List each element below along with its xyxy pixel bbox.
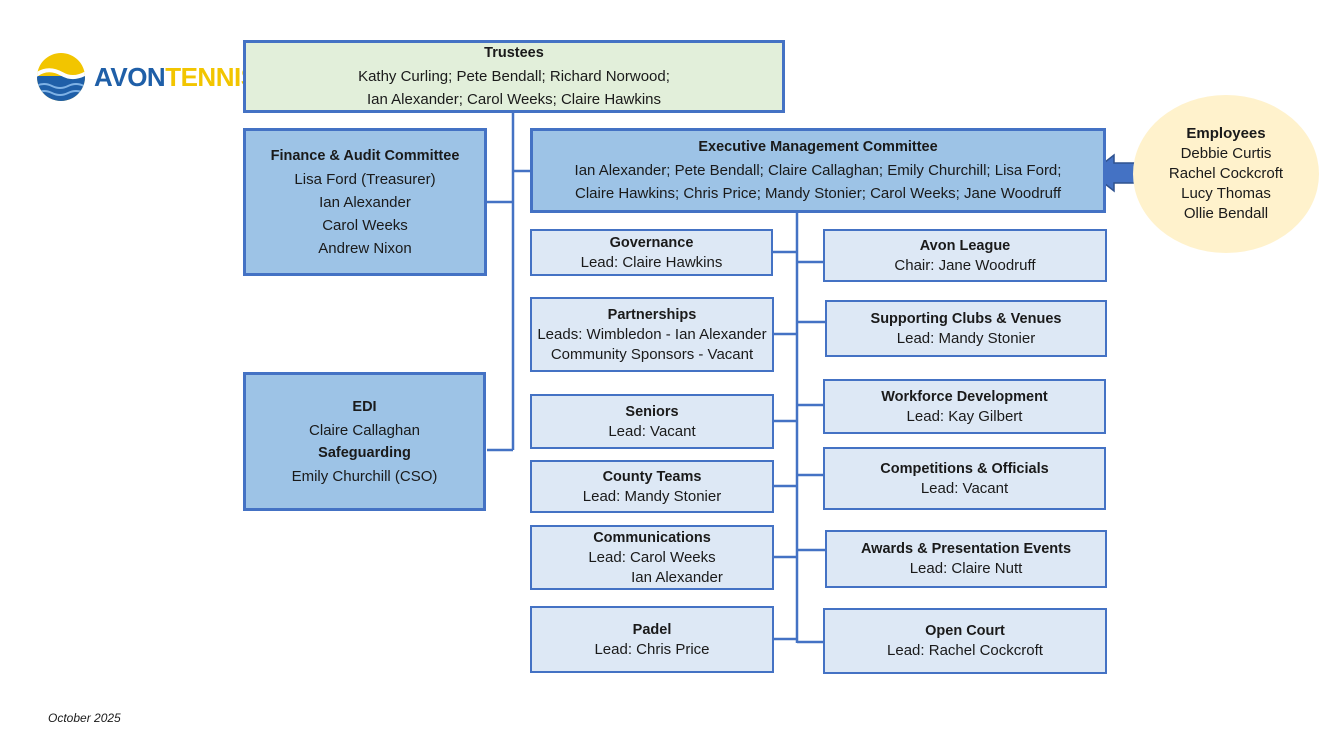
finance-member: Lisa Ford (Treasurer): [294, 170, 436, 188]
executive-title: Executive Management Committee: [698, 139, 938, 155]
governance-title: Governance: [609, 234, 694, 251]
avon-league-box: Avon League Chair: Jane Woodruff: [823, 229, 1107, 282]
governance-lead: Lead: Claire Hawkins: [580, 253, 723, 271]
executive-line: Ian Alexander; Pete Bendall; Claire Call…: [574, 162, 1062, 179]
logo-word-avon: AVON: [94, 62, 166, 92]
finance-member: Andrew Nixon: [318, 239, 412, 257]
competitions-box: Competitions & Officials Lead: Vacant: [823, 447, 1106, 510]
finance-title: Finance & Audit Committee: [270, 147, 460, 164]
communications-lead: Ian Alexander: [631, 568, 723, 586]
supporting-clubs-title: Supporting Clubs & Venues: [870, 310, 1062, 327]
avon-league-title: Avon League: [919, 237, 1011, 254]
padel-box: Padel Lead: Chris Price: [530, 606, 774, 673]
awards-box: Awards & Presentation Events Lead: Clair…: [825, 530, 1107, 588]
footer-date: October 2025: [48, 711, 121, 725]
workforce-box: Workforce Development Lead: Kay Gilbert: [823, 379, 1106, 434]
employee-name: Lucy Thomas: [1181, 185, 1271, 202]
avon-league-chair: Chair: Jane Woodruff: [894, 256, 1036, 274]
edi-safeguarding-box: EDI Claire Callaghan Safeguarding Emily …: [243, 372, 486, 511]
governance-box: Governance Lead: Claire Hawkins: [530, 229, 773, 276]
trustees-line: Kathy Curling; Pete Bendall; Richard Nor…: [358, 68, 670, 85]
finance-member: Carol Weeks: [322, 216, 408, 234]
partnerships-title: Partnerships: [607, 306, 697, 323]
county-teams-lead: Lead: Mandy Stonier: [582, 487, 722, 505]
trustees-line: Ian Alexander; Carol Weeks; Claire Hawki…: [366, 91, 662, 108]
logo-wordmark: AVONTENNIS: [94, 60, 258, 94]
logo-ball-icon: [37, 53, 85, 101]
employees-title: Employees: [1186, 125, 1266, 142]
seniors-lead: Lead: Vacant: [608, 422, 696, 440]
logo-word-tennis: TENNIS: [165, 62, 258, 92]
workforce-title: Workforce Development: [881, 388, 1048, 405]
partnerships-box: Partnerships Leads: Wimbledon - Ian Alex…: [530, 297, 774, 372]
padel-lead: Lead: Chris Price: [594, 640, 710, 658]
supporting-clubs-box: Supporting Clubs & Venues Lead: Mandy St…: [825, 300, 1107, 357]
competitions-title: Competitions & Officials: [880, 460, 1049, 477]
awards-lead: Lead: Claire Nutt: [909, 560, 1023, 577]
seniors-title: Seniors: [625, 403, 679, 420]
partnerships-lead: Leads: Wimbledon - Ian Alexander: [537, 325, 767, 343]
employee-name: Ollie Bendall: [1183, 205, 1269, 222]
open-court-title: Open Court: [925, 623, 1005, 639]
executive-line: Claire Hawkins; Chris Price; Mandy Stoni…: [574, 185, 1062, 202]
finance-committee-box: Finance & Audit Committee Lisa Ford (Tre…: [243, 128, 487, 276]
partnerships-lead: Community Sponsors - Vacant: [550, 345, 754, 363]
logo: [36, 48, 236, 108]
edi-title: EDI: [352, 398, 377, 415]
safeguarding-title: Safeguarding: [318, 444, 411, 461]
trustees-box: Trustees Kathy Curling; Pete Bendall; Ri…: [243, 40, 785, 113]
padel-title: Padel: [632, 621, 672, 638]
county-teams-box: County Teams Lead: Mandy Stonier: [530, 460, 774, 513]
employees-oval: Employees Debbie Curtis Rachel Cockcroft…: [1133, 95, 1319, 253]
employee-name: Debbie Curtis: [1180, 145, 1272, 162]
workforce-lead: Lead: Kay Gilbert: [906, 407, 1023, 425]
supporting-clubs-lead: Lead: Mandy Stonier: [896, 329, 1036, 347]
communications-title: Communications: [593, 529, 711, 546]
executive-committee-box: Executive Management Committee Ian Alexa…: [530, 128, 1106, 213]
open-court-box: Open Court Lead: Rachel Cockcroft: [823, 608, 1107, 674]
finance-member: Ian Alexander: [319, 193, 411, 211]
employee-name: Rachel Cockcroft: [1168, 165, 1284, 182]
safeguarding-member: Emily Churchill (CSO): [291, 467, 438, 485]
open-court-lead: Lead: Rachel Cockcroft: [887, 642, 1043, 659]
communications-box: Communications Lead: Carol Weeks Ian Ale…: [530, 525, 774, 590]
edi-member: Claire Callaghan: [309, 421, 420, 439]
seniors-box: Seniors Lead: Vacant: [530, 394, 774, 449]
county-teams-title: County Teams: [602, 468, 702, 485]
competitions-lead: Lead: Vacant: [920, 479, 1009, 497]
awards-title: Awards & Presentation Events: [860, 541, 1072, 557]
communications-lead: Lead: Carol Weeks: [588, 548, 716, 566]
trustees-title: Trustees: [484, 45, 544, 61]
